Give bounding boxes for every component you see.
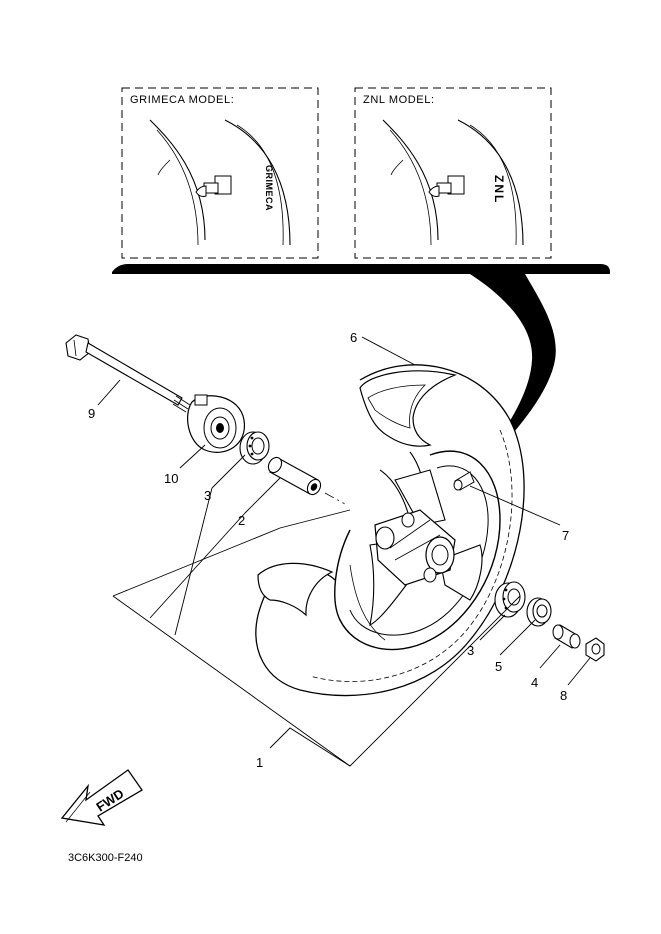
collar-icon <box>552 624 581 649</box>
wheel-rim-icon <box>334 450 501 651</box>
inset-pointer <box>468 274 556 480</box>
inset-panel: GRIMECA MODEL: GRIMECA ZNL MODEL: <box>112 87 610 480</box>
diagram-code: 3C6K300-F240 <box>68 852 143 864</box>
callout-3-upper: 3 <box>204 488 211 503</box>
callout-9: 9 <box>88 406 95 421</box>
oil-seal-icon <box>526 597 552 627</box>
inset-znl: ZNL MODEL: ZNL <box>354 87 552 259</box>
axle-nut-icon <box>585 637 605 662</box>
valve-stem-icon <box>428 175 465 197</box>
callout-10: 10 <box>164 471 178 486</box>
inset-grimeca-title: GRIMECA MODEL: <box>130 94 234 106</box>
callout-2: 2 <box>238 513 245 528</box>
callout-1: 1 <box>256 755 263 770</box>
tire-brand-grimeca: GRIMECA <box>264 165 274 211</box>
inset-znl-title: ZNL MODEL: <box>363 94 435 106</box>
axle-spacer-icon <box>267 456 322 496</box>
callout-6: 6 <box>350 330 357 345</box>
inset-grimeca: GRIMECA MODEL: GRIMECA <box>121 87 319 259</box>
callout-4: 4 <box>531 675 538 690</box>
callout-3-lower: 3 <box>467 643 474 658</box>
callout-8: 8 <box>560 688 567 703</box>
callout-5: 5 <box>495 659 502 674</box>
meter-gear-unit-icon <box>187 394 245 453</box>
tire-brand-znl: ZNL <box>492 175 506 204</box>
wheel-bearing-icon <box>494 581 526 618</box>
valve-stem-icon <box>195 175 232 197</box>
leader-lines <box>97 336 591 767</box>
tire-valve-icon <box>453 471 475 491</box>
front-axle-icon <box>65 334 191 413</box>
wheel-bearing-icon <box>239 431 270 465</box>
forward-arrow-icon: FWD <box>60 769 143 826</box>
callout-7: 7 <box>562 528 569 543</box>
